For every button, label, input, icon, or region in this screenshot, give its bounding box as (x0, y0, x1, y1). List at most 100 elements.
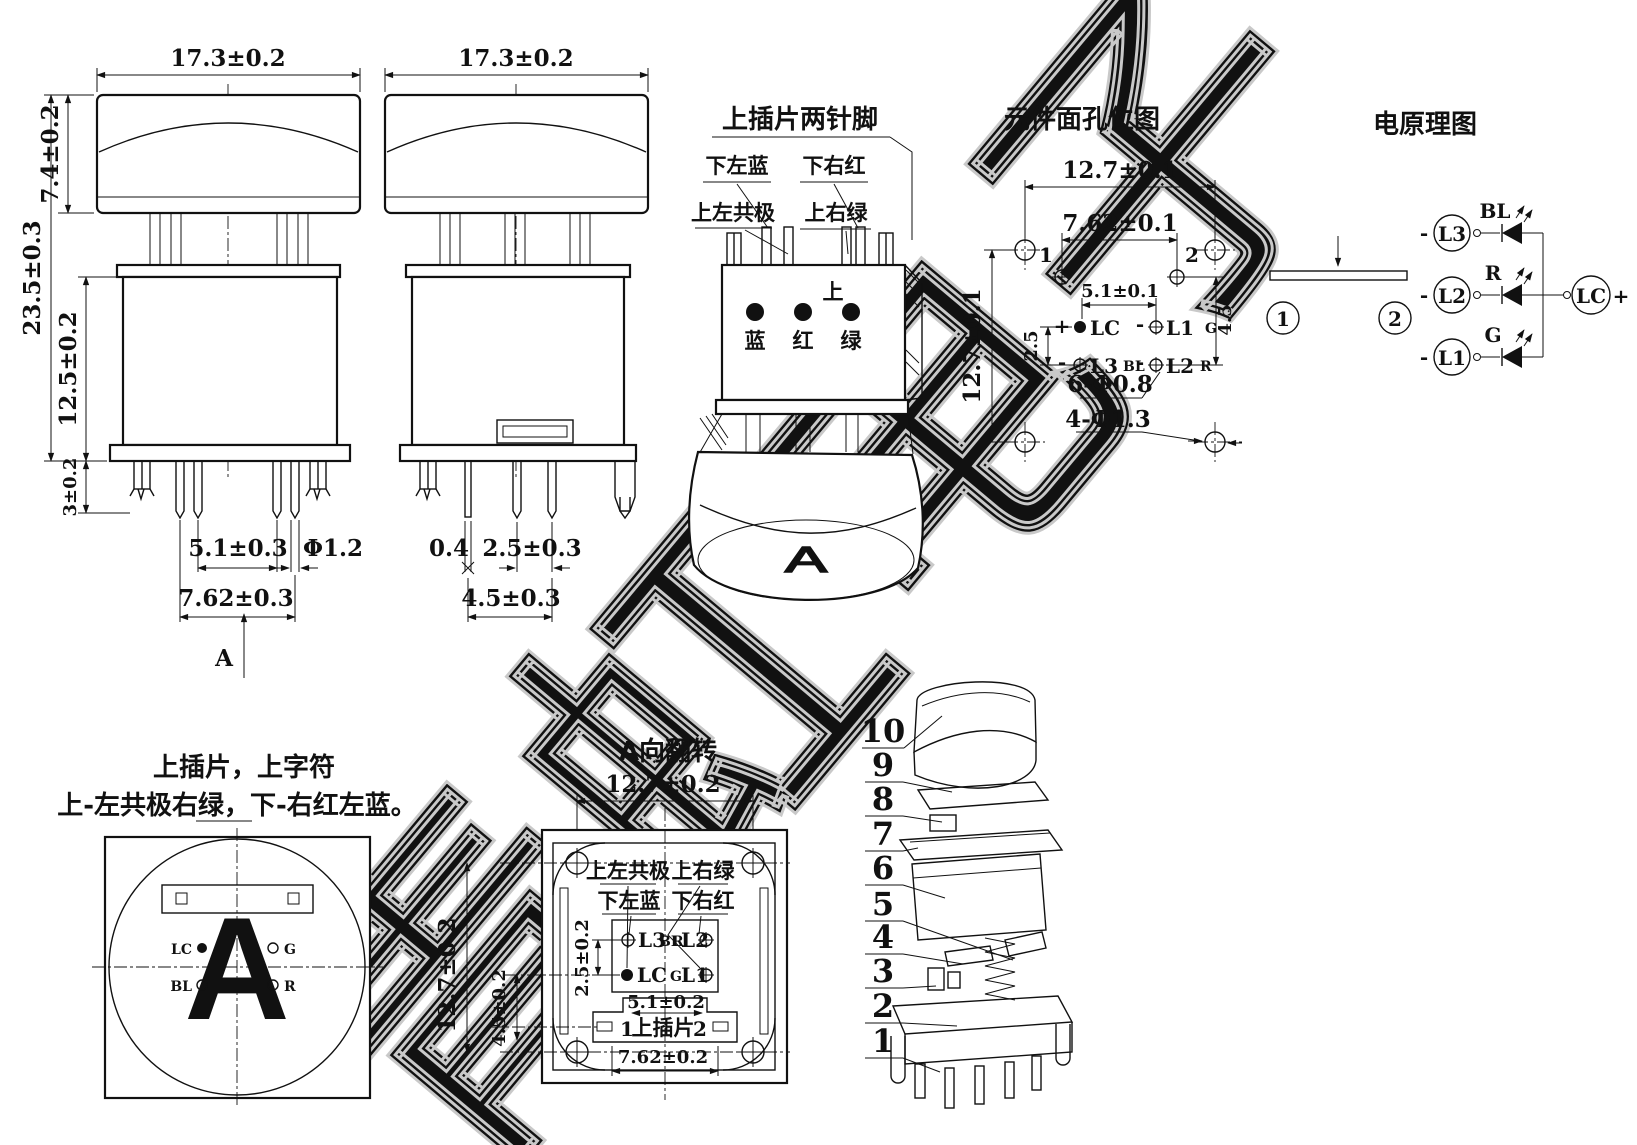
flip-tab-label: 上插片 (632, 1016, 695, 1040)
led-holes (1072, 319, 1164, 373)
part-10: 10 (861, 712, 906, 750)
pin-id-view: 上插片两针脚 下左蓝 下右红 上左共极 上右绿 上 蓝 红 绿 (688, 105, 924, 601)
part-5: 5 (872, 885, 894, 923)
side-neck-pins (439, 213, 591, 265)
flip-label-top-left: 上左共极 (586, 859, 671, 883)
flip-dim-width: 12.7±0.2 (605, 771, 720, 798)
face-g-label: G (284, 942, 296, 958)
part-3: 3 (872, 952, 894, 990)
face-legend-letter: A (184, 887, 289, 1050)
exploded-parts-sketch (890, 681, 1074, 1109)
hole-view-title: 元件面孔位图 (1004, 104, 1160, 135)
pin-id-dot-green-label: 绿 (841, 329, 863, 353)
note-small-holes: 6-Φ0.8 (1067, 371, 1153, 398)
green-dot (842, 303, 860, 321)
pin-id-label-bottom-right: 下右红 (803, 154, 866, 178)
front-view: 17.3±0.2 7.4±0.2 23.5±0.3 12.5±0.2 3±0.2… (19, 45, 363, 678)
g-label: G (1205, 321, 1217, 337)
pin-id-dot-red-label: 红 (793, 329, 814, 353)
blue-dot (746, 303, 764, 321)
flip-label-bottom-left: 下左蓝 (598, 889, 661, 913)
side-pins (464, 460, 557, 520)
front-clip-pins (129, 460, 331, 502)
minus-l2: - (1420, 283, 1428, 307)
pin-id-up-mark: 上 (823, 280, 844, 304)
face-lc-label: LC (171, 942, 192, 958)
l3-label: L3 (1090, 354, 1118, 378)
flip-dim-tab-pitch: 7.62±0.2 (618, 1047, 708, 1068)
part-6: 6 (872, 849, 894, 887)
flip-dim-height: 12.7±0.2 (434, 917, 461, 1032)
switch-bar (1269, 270, 1408, 281)
flip-l3: L3 (638, 928, 666, 952)
pin-id-leaders (736, 136, 913, 255)
bl-label: BL (1123, 359, 1145, 375)
flip-bl: BL (659, 934, 681, 950)
l2-minus: - (1136, 350, 1144, 374)
face-caption-line2: 上-左共极右绿，下-右红左蓝。 (57, 790, 417, 821)
pin-id-label-top-right: 上右绿 (805, 201, 869, 225)
tab-holes (1052, 267, 1187, 287)
part-8: 8 (872, 780, 894, 818)
front-dim-pin-dia: Φ1.2 (303, 535, 363, 562)
hole-dim-outer-width: 12.7±0.1 (1062, 157, 1177, 184)
lc-circle (1571, 275, 1611, 315)
front-dim-pin-length: 3±0.2 (60, 458, 81, 517)
l2-circle-label: L2 (1438, 284, 1466, 308)
part-9: 9 (872, 746, 894, 784)
pin-id-cap-letter: A (785, 540, 828, 580)
pin-id-tilted-cap: A (688, 450, 924, 601)
flip-lc: LC (637, 963, 667, 987)
g-wire-label: G (1484, 323, 1501, 347)
r-label: R (1200, 359, 1212, 375)
minus-l3: - (1420, 221, 1428, 245)
flip-tab1: 1 (620, 1017, 634, 1041)
front-dim-pin-pitch-outer: 7.62±0.3 (178, 585, 293, 612)
led-row-l3: - L3 BL (1420, 199, 1543, 252)
hole-dim-right: 4.5 (1215, 304, 1236, 335)
flip-pins: L3 BL R L2 LC G L1 (620, 928, 714, 987)
hole2-label: 2 (1185, 243, 1199, 267)
l1-minus: - (1136, 312, 1144, 336)
side-dim-blade: 0.4 (429, 535, 469, 562)
flip-dim-inner-height: 4.5±0.2 (489, 969, 510, 1047)
lc-circle-label: LC (1576, 284, 1606, 308)
r-wire-label: R (1485, 261, 1502, 285)
flip-dim-row-pitch: 2.5±0.2 (572, 919, 593, 997)
hole1-label: 1 (1039, 243, 1053, 267)
front-dim-body-height: 12.5±0.2 (55, 311, 82, 426)
led-row-l2: - L2 R (1420, 261, 1543, 314)
minus-l1: - (1420, 345, 1428, 369)
flip-g: G (670, 969, 682, 985)
face-r-label: R (284, 979, 296, 995)
l3-circle-label: L3 (1438, 222, 1466, 246)
face-view: 上插片，上字符 上-左共极右绿，下-右红左蓝。 A LC G BL R (57, 752, 417, 1107)
side-clip-pins (415, 460, 636, 520)
plus-lc: + (1613, 284, 1630, 308)
face-bl-label: BL (170, 979, 192, 995)
front-pins (175, 461, 300, 520)
hole-dim-tab-pitch: 7.62±0.1 (1062, 210, 1177, 237)
pin-id-label-bottom-left: 下左蓝 (706, 154, 769, 178)
part-1: 1 (872, 1022, 894, 1060)
flip-dim-led-pitch: 5.1±0.2 (627, 992, 705, 1013)
face-caption-line1: 上插片，上字符 (153, 752, 335, 783)
l1-label: L1 (1166, 316, 1194, 340)
lc-label: LC (1090, 316, 1120, 340)
flip-r: R (672, 934, 684, 950)
hole-dim-outer-height: 12.7±0.1 (959, 288, 986, 403)
schematic-view: 电原理图 1 2 - L3 BL - L2 R - L1 G (1266, 110, 1630, 376)
terminal-2-circle (1378, 301, 1412, 335)
part-4: 4 (872, 918, 894, 956)
terminal-2: 2 (1388, 307, 1402, 331)
front-dim-pin-pitch-inner: 5.1±0.3 (188, 535, 287, 562)
schematic-title: 电原理图 (1373, 110, 1477, 140)
pin-id-neck (698, 413, 914, 455)
side-view: 17.3±0.2 0.4 2.5±0.3 4.5±0.3 (383, 45, 650, 622)
flip-label-top-right: 上右绿 (672, 859, 736, 883)
front-section-arrow-label: A (214, 645, 234, 672)
side-dim-pitch: 2.5±0.3 (482, 535, 581, 562)
l2-label: L2 (1166, 354, 1194, 378)
